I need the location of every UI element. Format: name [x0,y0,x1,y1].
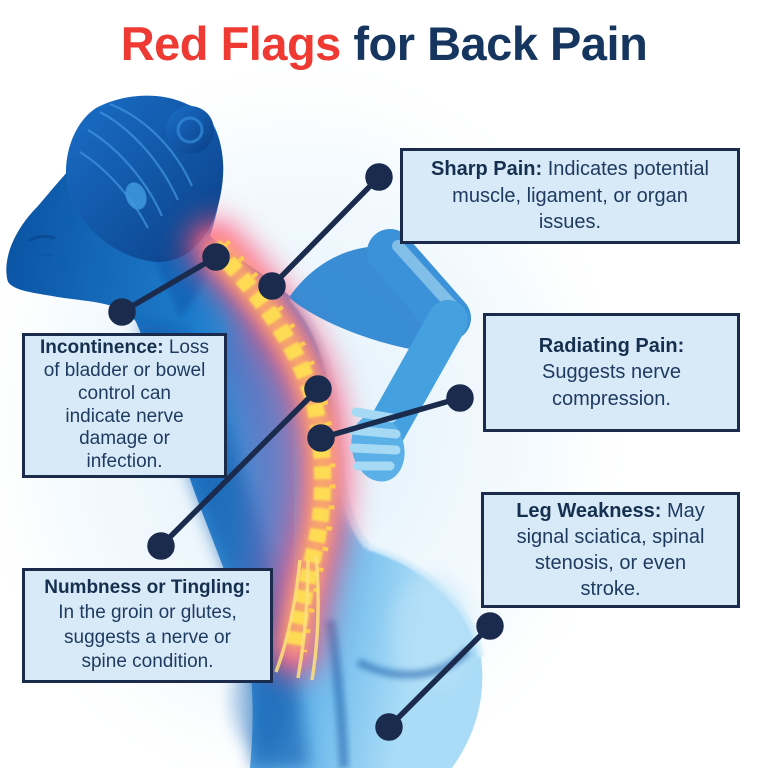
callout-incontinence: Incontinence: Loss of bladder or bowel c… [22,333,227,478]
figure-spine-vertebrae [205,238,336,681]
callout-numbness-tingling-text: In the groin or glutes, suggests a nerve… [58,601,237,673]
callout-numbness-tingling-label: Numbness or Tingling: [44,577,251,599]
page-title: Red Flags for Back Pain [0,16,768,71]
closed-eye [32,251,54,257]
callout-sharp-pain-label: Sharp Pain: [431,158,543,181]
title-highlight: Red Flags [120,17,342,70]
callout-incontinence-label: Incontinence: [40,337,164,359]
callout-radiating-pain: Radiating Pain: Suggests nerve compressi… [483,313,740,432]
hair-bun [166,106,214,154]
callout-leg-weakness-label: Leg Weakness: [516,500,662,522]
forearm [366,300,468,450]
figure-face [28,182,147,257]
callout-leg-weakness-text: May signal sciatica, spinal stenosis, or… [516,500,705,600]
callout-numbness-tingling: Numbness or Tingling: In the groin or gl… [22,568,273,683]
ear [125,182,147,210]
callout-radiating-pain-text: Suggests nerve compression. [542,361,681,410]
leg-separation-crease [325,619,349,768]
callout-incontinence-text: Loss of bladder or bowel control can ind… [43,337,209,473]
figure-hair [65,95,224,262]
callout-radiating-pain-label: Radiating Pain: [538,334,685,357]
connector-radiating-pain [307,384,474,452]
title-rest: for Back Pain [353,17,648,70]
callout-sharp-pain: Sharp Pain: Indicates potential muscle, … [400,148,740,244]
connector-numbness-tingling [147,375,332,560]
connector-leg-weakness [375,612,504,741]
connector-sharp-pain [258,163,393,300]
connector-incontinence [108,243,230,326]
hair-strands [79,102,194,229]
callout-sharp-pain-text: Indicates potential muscle, ligament, or… [452,158,709,234]
eyebrow [28,234,56,242]
figure-arm [290,229,471,482]
callout-leg-weakness: Leg Weakness: May signal sciatica, spina… [481,492,740,608]
cauda-equina-nerves [274,555,320,681]
